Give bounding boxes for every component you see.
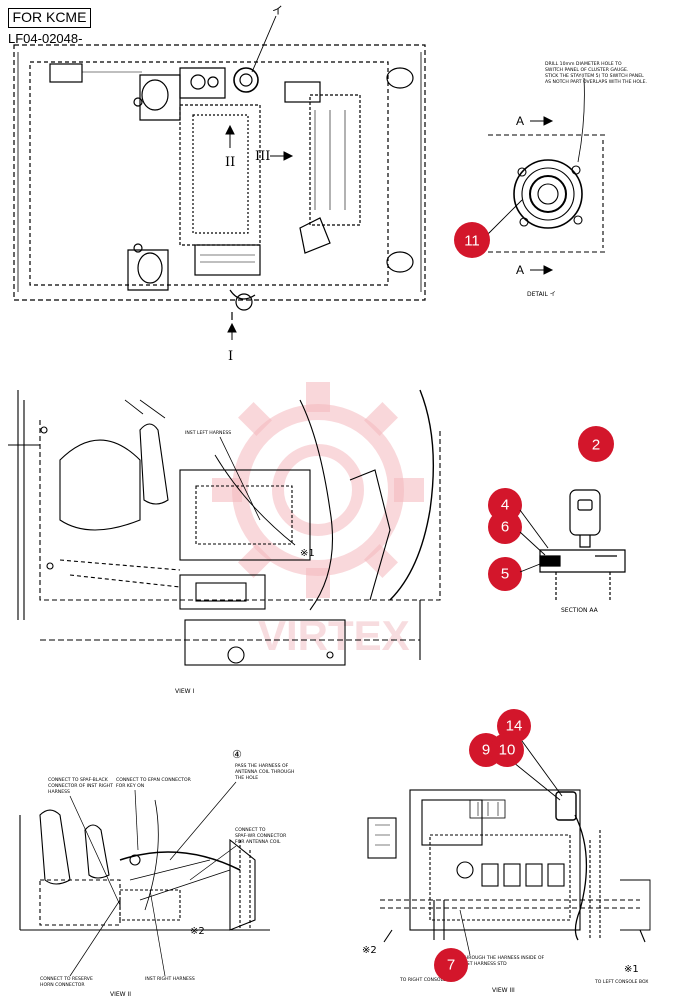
detail-marker: イ — [272, 4, 283, 17]
svg-text:SPAF-WR CONNECTOR: SPAF-WR CONNECTOR — [235, 833, 287, 839]
callout-badge-11[interactable]: 11 — [454, 222, 490, 258]
view3-label-2: TO LEFT CONSOLE BOX — [594, 979, 648, 985]
model-tag: FOR KCME — [8, 8, 91, 28]
watermark-gear-icon — [232, 404, 404, 576]
view-arrow-ii-label: II — [225, 155, 235, 170]
detail-drawing — [488, 77, 608, 253]
view-arrow-i-label: I — [228, 349, 233, 364]
leader-5 — [519, 561, 546, 573]
view1-note-mark: ※1 — [300, 548, 315, 559]
view3-leader — [459, 909, 471, 956]
svg-text:10: 10 — [499, 742, 516, 759]
svg-text:4: 4 — [501, 497, 509, 514]
view3-caption: VIEW III — [492, 987, 515, 994]
view2-leaders — [69, 781, 237, 977]
view1-harness-leader — [219, 436, 261, 521]
serial-number: LF04-02048- — [8, 31, 83, 46]
svg-text:11: 11 — [464, 233, 480, 250]
view-arrow-iii — [270, 151, 294, 161]
view2-labels: ④ CONNECT TO SPAF-BLACK CONNECTOR OF INS… — [40, 748, 294, 988]
svg-text:2: 2 — [592, 437, 600, 454]
callout-badge-5[interactable]: 5 — [488, 557, 522, 591]
svg-text:FOR ANTENNA COIL: FOR ANTENNA COIL — [235, 839, 281, 845]
svg-text:CONNECTOR OF INST RIGHT: CONNECTOR OF INST RIGHT — [48, 783, 113, 789]
callout-badge-7[interactable]: 7 — [434, 948, 468, 982]
view2-label-2: PASS THE HARNESS OF — [235, 763, 289, 769]
view3-labels: THROUGH THE HARNESS INSIDE OF INST HARNE… — [399, 955, 648, 985]
view3-label-1: TO RIGHT CONSOLE BOX — [399, 977, 457, 983]
view3-note-right: ※1 — [624, 964, 639, 975]
view2-label-3: CONNECT TO — [235, 827, 266, 833]
svg-text:5: 5 — [501, 566, 509, 583]
section-caption: SECTION AA — [561, 607, 599, 614]
view3-label-0: THROUGH THE HARNESS INSIDE OF — [461, 955, 545, 961]
svg-text:7: 7 — [447, 957, 455, 974]
view-arrow-iii-label: III — [255, 149, 270, 164]
section-aa-drawing — [539, 489, 626, 600]
detail-leader — [251, 15, 277, 73]
svg-text:HARNESS: HARNESS — [48, 789, 70, 795]
leader-10 — [507, 757, 561, 801]
view2-caption: VIEW II — [110, 991, 131, 998]
view1-harness-label: INST LEFT HARNESS — [185, 430, 231, 436]
svg-text:14: 14 — [506, 718, 523, 735]
svg-text:DRILL 10mm DIAMETER HOLE TO: DRILL 10mm DIAMETER HOLE TO — [545, 61, 622, 67]
top-view-drawing — [13, 44, 426, 320]
leader-4 — [519, 509, 549, 549]
view2-circle-num: ④ — [232, 748, 242, 761]
callout-badge-2[interactable]: 2 — [578, 426, 614, 462]
watermark-teeth — [212, 382, 424, 598]
view2-drawing — [19, 799, 270, 931]
detail-note: DRILL 10mm DIAMETER HOLE TO SWITCH PANEL… — [545, 61, 647, 85]
detail-caption: DETAIL イ — [527, 291, 556, 298]
view2-label-0: CONNECT TO SPAF-BLACK — [48, 777, 109, 783]
svg-text:AS NOTCH PART OVERLAPS WITH TH: AS NOTCH PART OVERLAPS WITH THE HOLE. — [545, 79, 647, 85]
view2-label-5: INST RIGHT HARNESS — [145, 976, 195, 982]
view1-caption: VIEW I — [175, 688, 195, 695]
view-arrow-i — [227, 322, 237, 340]
section-arrow-top — [530, 116, 554, 126]
svg-text:ANTENNA COIL THROUGH: ANTENNA COIL THROUGH — [235, 769, 294, 775]
leader-6 — [519, 531, 546, 556]
view3-note-left: ※2 — [362, 945, 377, 956]
section-arrow-top-label: A — [516, 114, 524, 128]
svg-text:HORN CONNECTOR: HORN CONNECTOR — [40, 982, 85, 988]
svg-text:FOR KEY ON: FOR KEY ON — [116, 783, 144, 789]
watermark-text: VIRTEX — [258, 612, 410, 659]
section-arrow-bottom-label: A — [516, 263, 524, 277]
svg-text:6: 6 — [501, 519, 509, 536]
view2-label-4: CONNECT TO RESERVE — [40, 976, 93, 982]
svg-text:SWITCH PANEL OF CLUSTER GAUGE.: SWITCH PANEL OF CLUSTER GAUGE. — [545, 67, 628, 73]
svg-text:STICK THE STAY(ITEM 5) TO SWIT: STICK THE STAY(ITEM 5) TO SWITCH PANEL — [545, 73, 644, 79]
section-arrow-bottom — [530, 265, 554, 275]
callout-badge-6[interactable]: 6 — [488, 510, 522, 544]
view3-drawing — [367, 789, 651, 943]
view2-note-mark: ※2 — [190, 926, 205, 937]
svg-text:9: 9 — [482, 742, 490, 759]
callout-badge-10[interactable]: 10 — [490, 733, 524, 767]
view1-drawing — [8, 389, 441, 666]
leader-11 — [485, 199, 523, 237]
view2-label-1: CONNECT TO EPAN CONNECTOR — [116, 777, 192, 783]
view-arrow-ii — [225, 124, 235, 148]
svg-text:INST HARNESS STD: INST HARNESS STD — [462, 961, 507, 967]
svg-text:THE HOLE: THE HOLE — [234, 775, 258, 781]
